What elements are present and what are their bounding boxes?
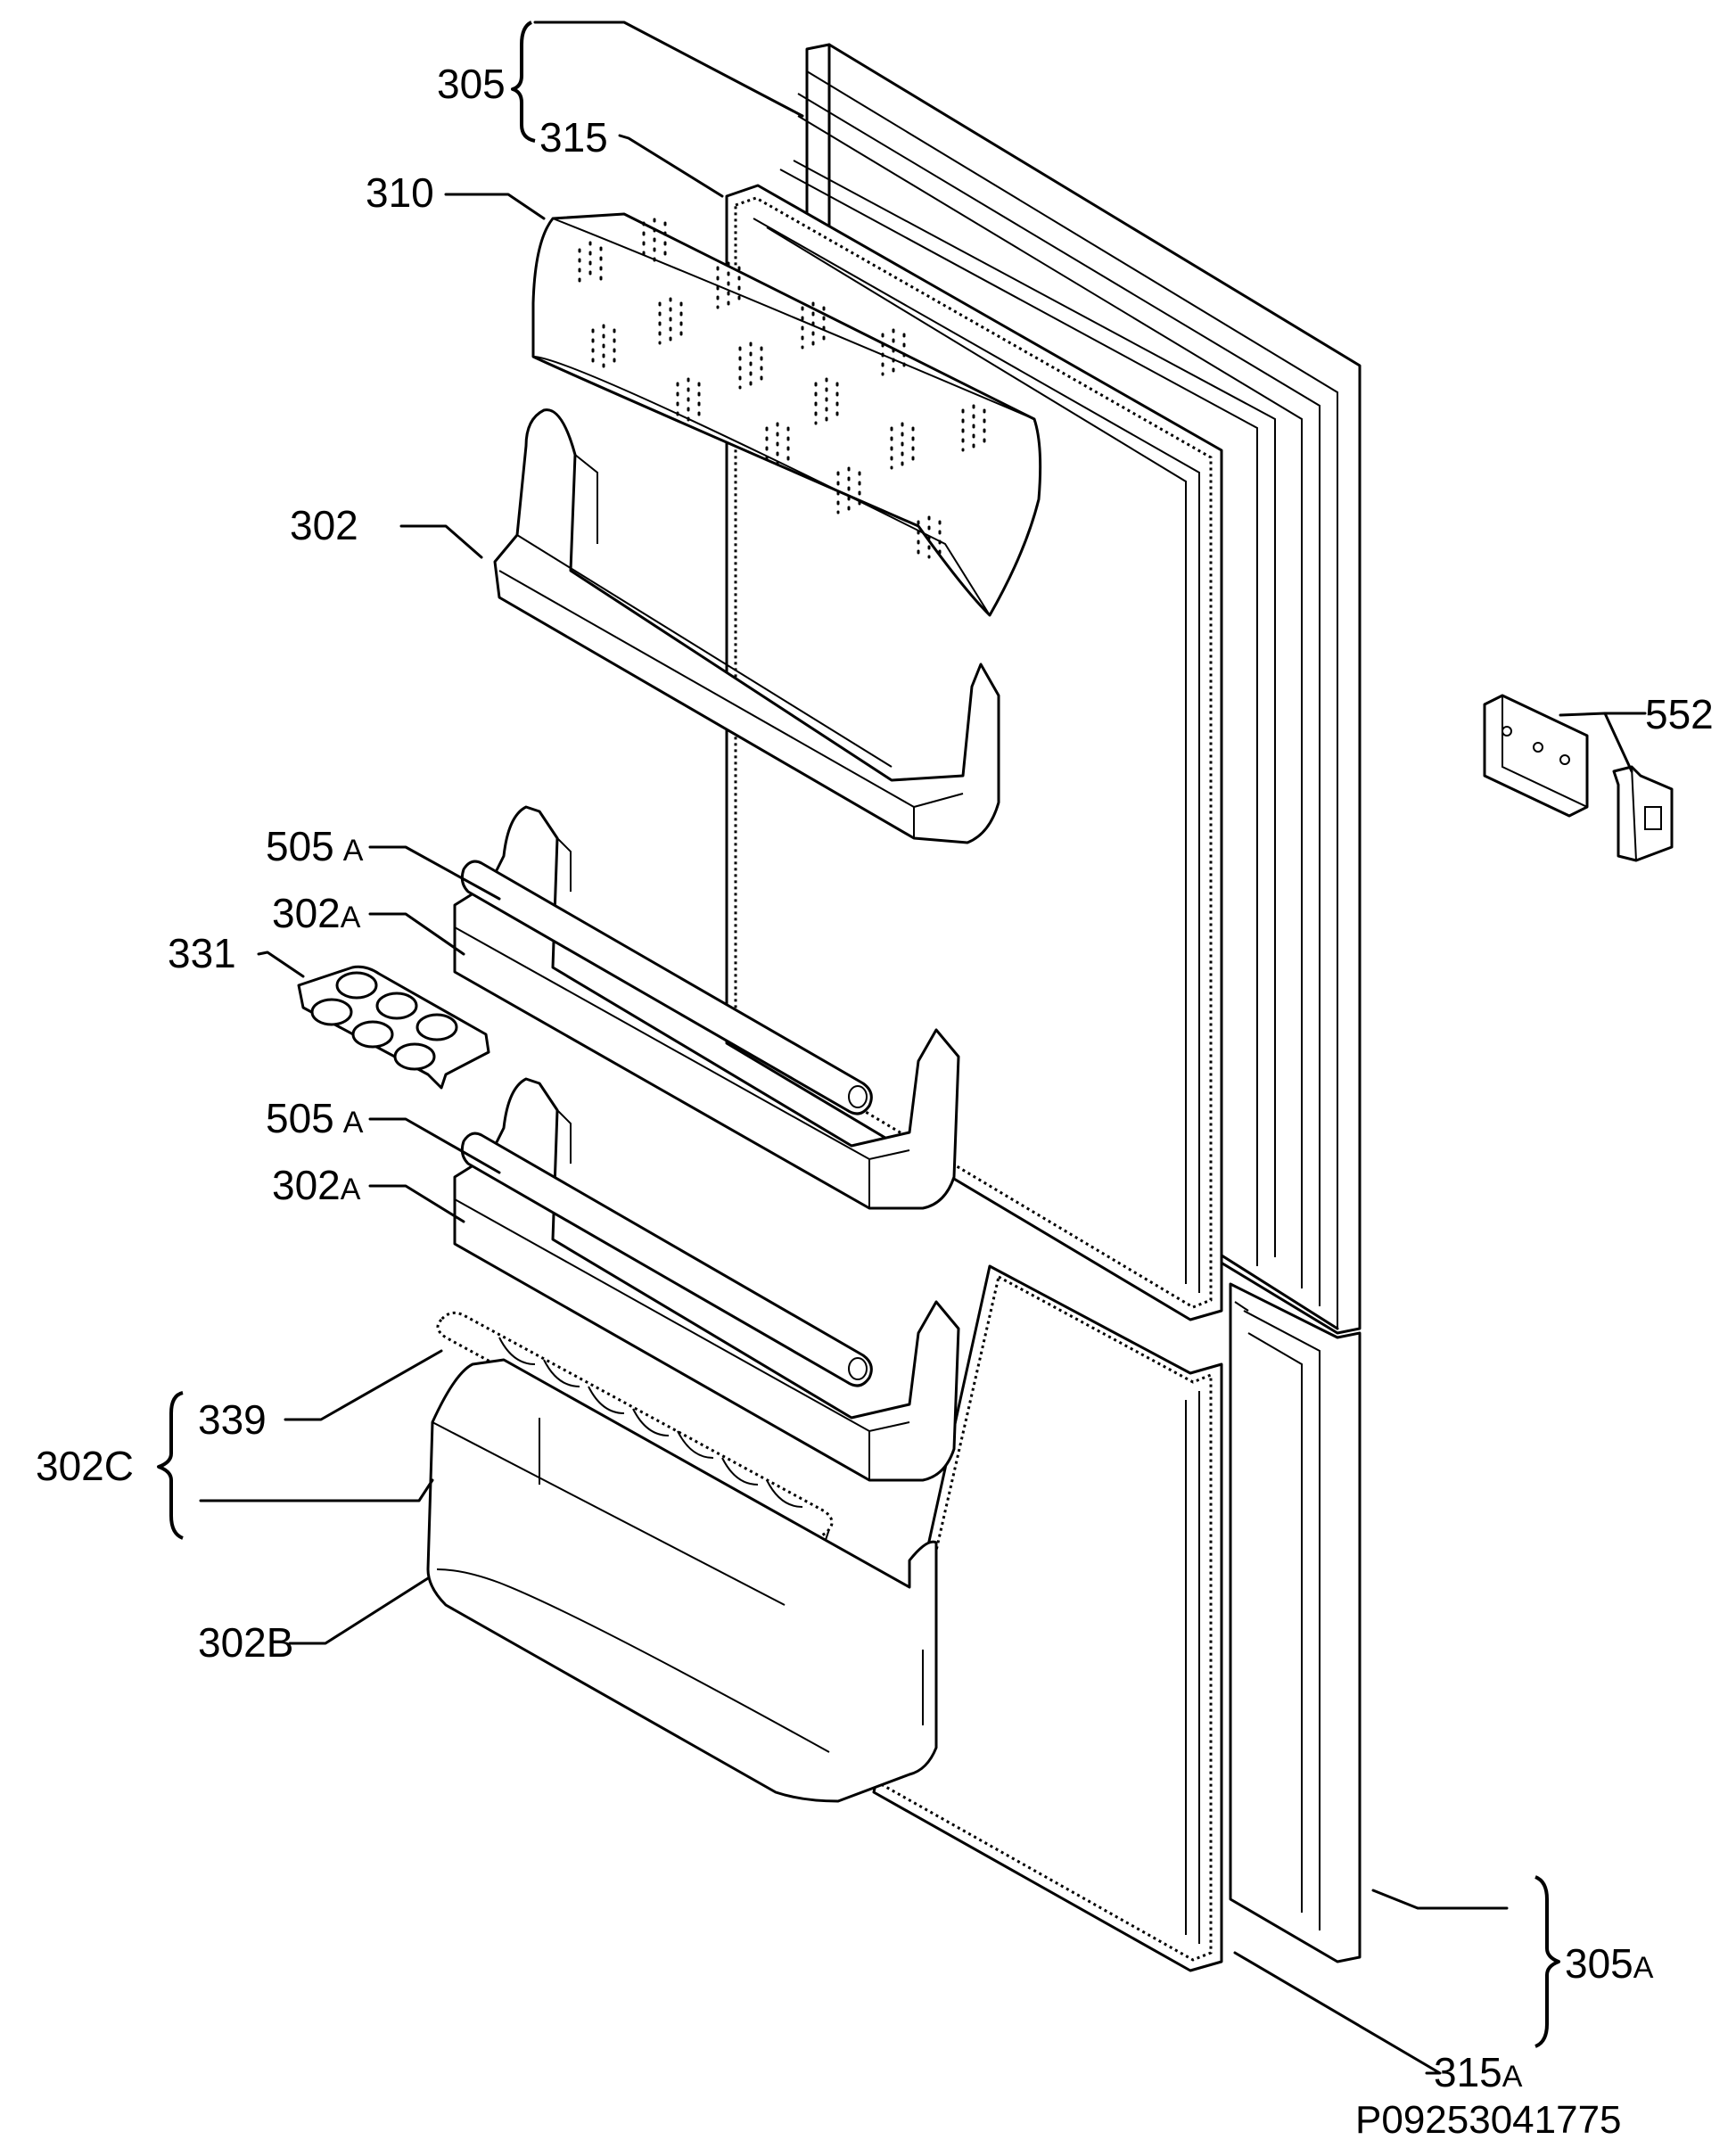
- egg-tray-331: [297, 965, 490, 1090]
- label-315a: 315A: [1434, 2049, 1523, 2095]
- bottle-rack-339: [436, 1311, 834, 1549]
- door-shelf-302: [493, 408, 1000, 844]
- door-lower-outer-panel: [1229, 1282, 1362, 1963]
- door-lower-gasket: [872, 1264, 1249, 1972]
- dairy-compartment-cover-310: [531, 212, 1042, 617]
- label-331: 331: [168, 930, 236, 976]
- shelf-bar-505a-upper: [460, 860, 873, 1115]
- label-302b: 302B: [198, 1619, 293, 1666]
- label-305: 305: [437, 61, 506, 107]
- label-339: 339: [198, 1396, 267, 1443]
- hinge-bracket-552: [1483, 694, 1674, 862]
- label-310: 310: [366, 169, 434, 216]
- door-bin-302b: [426, 1358, 938, 1803]
- label-552: 552: [1645, 691, 1714, 737]
- label-302c: 302C: [36, 1443, 134, 1489]
- label-302a-upper: 302A: [272, 890, 361, 936]
- drawing-code: P09253041775: [1355, 2098, 1622, 2140]
- leader-lines: [157, 21, 1647, 2075]
- shelf-bar-505a-lower: [460, 1132, 873, 1387]
- label-305a: 305A: [1565, 1940, 1654, 1987]
- label-315: 315: [539, 114, 608, 160]
- label-302: 302: [290, 502, 358, 548]
- label-302a-lower: 302A: [272, 1162, 361, 1208]
